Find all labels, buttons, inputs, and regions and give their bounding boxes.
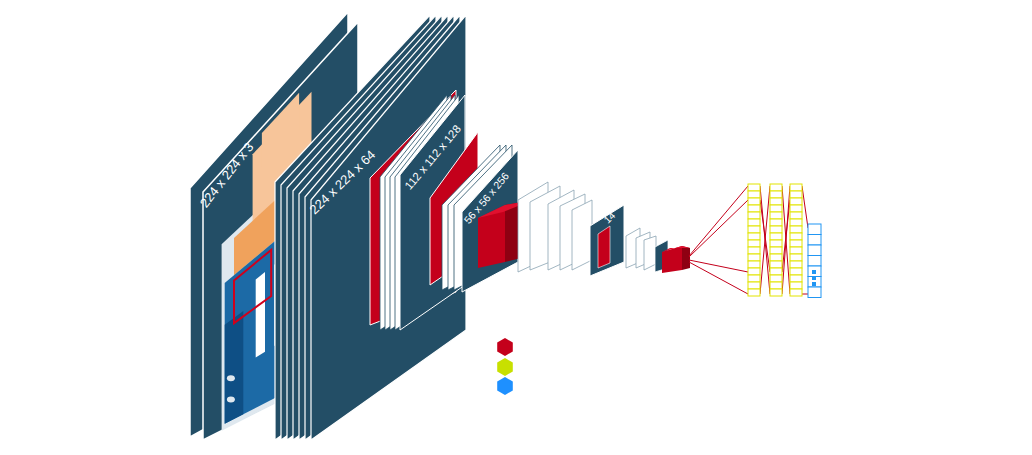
fc-neuron	[770, 226, 782, 233]
output-neuron	[808, 245, 821, 256]
fc-neuron	[770, 240, 782, 247]
conv-layer	[644, 236, 656, 270]
fc-neuron	[748, 282, 760, 289]
fc-connection	[689, 260, 748, 272]
fc-neuron	[748, 226, 760, 233]
output-neuron	[808, 256, 821, 267]
fc-neuron	[770, 191, 782, 198]
fc-neuron	[748, 184, 760, 191]
input-image	[256, 272, 265, 358]
output-neuron	[808, 287, 821, 298]
fc-neuron	[770, 268, 782, 275]
fc-neuron	[790, 282, 802, 289]
fc-connection	[802, 186, 808, 228]
input-image	[227, 397, 235, 403]
fc-neuron	[770, 233, 782, 240]
fc-neuron	[770, 247, 782, 254]
fc-neuron	[770, 184, 782, 191]
input-image	[227, 375, 235, 381]
fc-neuron	[748, 261, 760, 268]
fc-connection	[782, 186, 790, 294]
conv-layer	[572, 200, 592, 270]
conv-layer	[590, 205, 624, 276]
fc-neuron	[748, 275, 760, 282]
fc-neuron	[790, 261, 802, 268]
fc-neuron	[770, 282, 782, 289]
output-neuron	[808, 266, 821, 277]
fc-connection	[782, 200, 790, 272]
fc-neuron	[748, 254, 760, 261]
fc-neuron	[790, 233, 802, 240]
fc-connection	[689, 262, 748, 294]
receptive-field	[234, 250, 271, 323]
fc-neuron	[790, 205, 802, 212]
input-image	[225, 311, 244, 424]
fc-neuron	[748, 233, 760, 240]
fc-connection	[760, 186, 770, 294]
fc-connection	[760, 200, 770, 272]
legend-marker	[497, 358, 513, 376]
fc-neuron	[748, 212, 760, 219]
output-neuron	[812, 282, 816, 286]
output-neuron	[808, 224, 821, 235]
fc-neuron	[790, 275, 802, 282]
fc-neuron	[770, 275, 782, 282]
output-neuron	[808, 277, 821, 288]
fc-neuron	[748, 219, 760, 226]
fc-neuron	[748, 191, 760, 198]
fc-neuron	[790, 289, 802, 296]
fc-neuron	[748, 205, 760, 212]
fc-neuron	[790, 191, 802, 198]
fc-neuron	[790, 219, 802, 226]
fc-neuron	[770, 212, 782, 219]
fc-neuron	[770, 219, 782, 226]
fc-neuron	[770, 289, 782, 296]
pool-layer	[682, 246, 690, 270]
fc-connection	[760, 186, 770, 294]
fc-neuron	[790, 184, 802, 191]
fc-neuron	[790, 198, 802, 205]
fc-neuron	[770, 205, 782, 212]
legend-marker	[497, 377, 513, 395]
fc-neuron	[790, 254, 802, 261]
fc-neuron	[770, 198, 782, 205]
fc-neuron	[770, 254, 782, 261]
pool-layer	[598, 226, 610, 268]
fc-connection	[689, 186, 748, 256]
pool-layer	[662, 246, 682, 273]
output-neuron	[812, 270, 816, 274]
legend-marker	[497, 338, 513, 356]
fc-neuron	[770, 261, 782, 268]
input-image	[262, 93, 299, 167]
fc-neuron	[748, 198, 760, 205]
fc-neuron	[748, 240, 760, 247]
pool-layer	[662, 246, 690, 252]
output-neuron	[808, 235, 821, 246]
fc-neuron	[790, 247, 802, 254]
fc-neuron	[790, 226, 802, 233]
fc-neuron	[790, 268, 802, 275]
output-neuron	[812, 276, 816, 280]
fc-neuron	[790, 240, 802, 247]
fc-neuron	[790, 212, 802, 219]
fc-neuron	[748, 247, 760, 254]
fc-neuron	[748, 268, 760, 275]
fc-connection	[802, 294, 808, 295]
fc-neuron	[748, 289, 760, 296]
fc-connection	[782, 186, 790, 294]
fc-connection	[689, 200, 748, 257]
